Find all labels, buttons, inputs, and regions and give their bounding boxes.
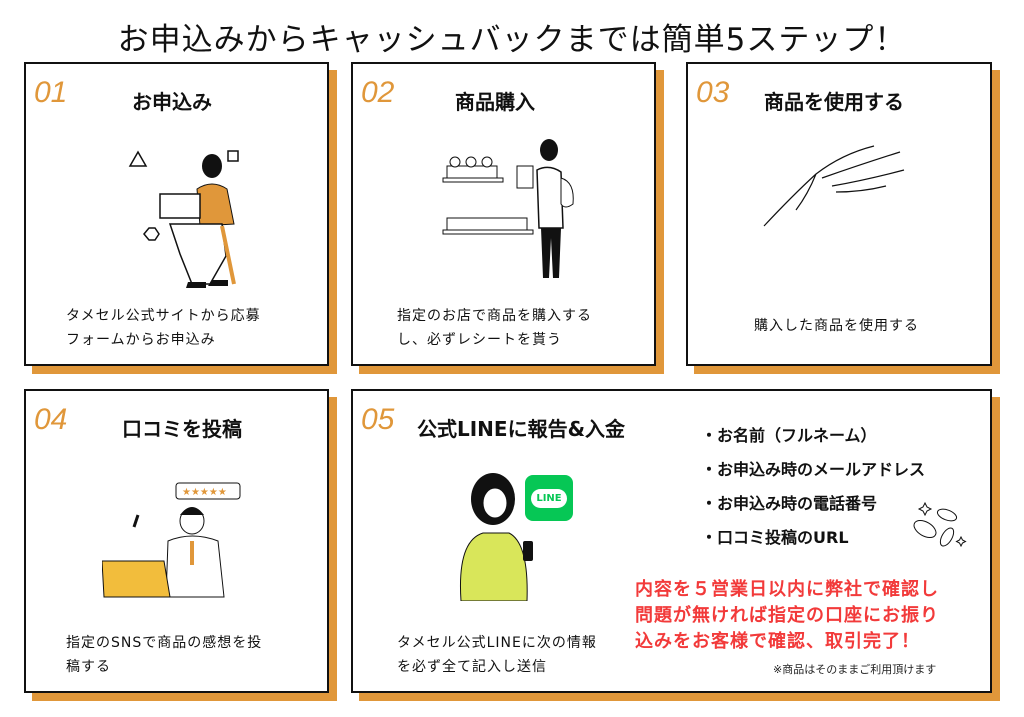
step-title: 口コミを投稿 <box>122 417 242 441</box>
notice-line: 問題が無ければ指定の口座にお振り <box>635 605 939 626</box>
woman-laptop-illustration <box>128 150 239 288</box>
notice-line: 内容を５営業日以内に弊社で確認し <box>635 579 939 600</box>
step-number: 05 <box>361 403 395 436</box>
step-title: 公式LINEに報告&入金 <box>417 417 626 441</box>
line-logo: LINE <box>525 475 573 521</box>
notice-text: 内容を５営業日以内に弊社で確認し 問題が無ければ指定の口座にお振り 込みをお客様… <box>635 577 939 655</box>
step-5-card: 05 公式LINEに報告&入金 LINE タメセル公式LINEに次の情報 を必ず… <box>351 389 992 693</box>
step-title: お申込み <box>132 90 212 114</box>
desc-line: フォームからお申込み <box>66 332 216 348</box>
step-1-card: 01 お申込み タメセル公式サイトから応募 フォームからお申込み <box>24 62 329 366</box>
required-info-list: ・お名前（フルネーム） ・お申込み時のメールアドレス ・お申込み時の電話番号 ・… <box>701 419 925 555</box>
desc-line: 指定のSNSで商品の感想を投 <box>66 635 263 651</box>
step-4-card: 04 口コミを投稿 ★★★★★ 指定のSNSで商品の感想を投 稿する <box>24 389 329 693</box>
step-title: 商品を使用する <box>764 90 904 114</box>
step-title: 商品購入 <box>455 90 535 114</box>
step-2-card: 02 商品購入 指定のお店で商品を購入する し、必ずレシートを貰う <box>351 62 656 366</box>
notice-line: 込みをお客様で確認、取引完了！ <box>635 631 920 652</box>
list-item: ・口コミ投稿のURL <box>701 528 849 547</box>
step-description: タメセル公式LINEに次の情報 を必ず全て記入し送信 <box>397 631 597 679</box>
step-description: 指定のSNSで商品の感想を投 稿する <box>66 631 262 679</box>
page-title: お申込みからキャッシュバックまでは簡単5ステップ！ <box>117 22 907 58</box>
step-number: 03 <box>696 76 730 109</box>
step-number: 01 <box>34 76 68 109</box>
step-description: タメセル公式サイトから応募 フォームからお申込み <box>66 304 261 352</box>
desc-line: タメセル公式LINEに次の情報 <box>397 635 597 651</box>
list-item: ・お申込み時の電話番号 <box>701 494 878 513</box>
desc-line: 指定のお店で商品を購入する <box>397 308 592 324</box>
footnote: ※商品はそのままご利用頂けます <box>773 663 937 676</box>
desc-line: 購入した商品を使用する <box>754 318 919 334</box>
coins-icon <box>913 501 967 548</box>
svg-text:★★★★★: ★★★★★ <box>182 487 227 498</box>
woman-phone-illustration <box>460 473 533 601</box>
list-item: ・お名前（フルネーム） <box>701 426 877 445</box>
desc-line: 稿する <box>66 659 111 675</box>
reviewer-illustration: ★★★★★ <box>102 482 241 598</box>
desc-line: を必ず全て記入し送信 <box>397 659 547 675</box>
line-logo-text: LINE <box>531 488 567 508</box>
hand-illustration <box>763 145 905 227</box>
step-number: 02 <box>361 76 395 109</box>
step-description: 指定のお店で商品を購入する し、必ずレシートを貰う <box>397 304 592 352</box>
step-number: 04 <box>34 403 68 436</box>
desc-line: タメセル公式サイトから応募 <box>66 308 261 324</box>
list-item: ・お申込み時のメールアドレス <box>701 460 926 479</box>
step-3-card: 03 商品を使用する 購入した商品を使用する <box>686 62 992 366</box>
step-description: 購入した商品を使用する <box>754 314 919 338</box>
desc-line: し、必ずレシートを貰う <box>397 332 562 348</box>
shopping-woman-illustration <box>442 139 574 278</box>
